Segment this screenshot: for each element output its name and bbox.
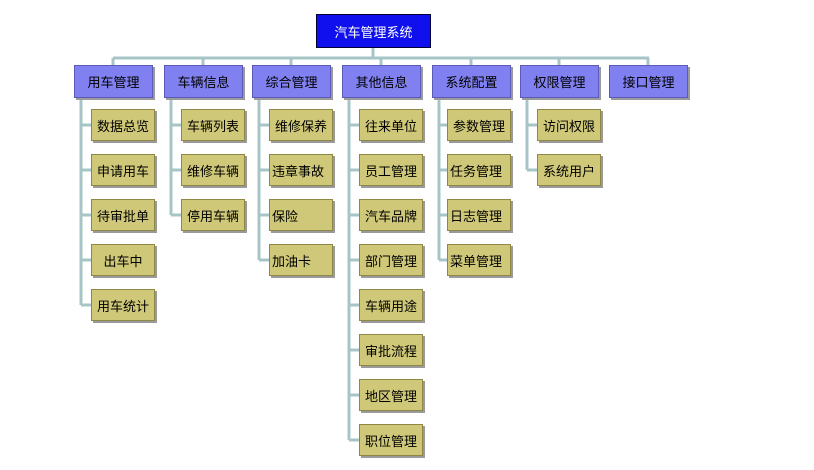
item-label: 维修车辆	[186, 164, 239, 180]
item-label: 访问权限	[542, 119, 595, 135]
item-label: 参数管理	[452, 119, 505, 135]
root-node: 汽车管理系统	[316, 14, 431, 48]
category-label: 权限管理	[533, 76, 586, 91]
item-node: 车辆用途	[359, 289, 423, 321]
category-other-info: 其他信息	[342, 65, 421, 98]
root-label: 汽车管理系统	[334, 25, 413, 41]
item-node: 系统用户	[537, 154, 601, 186]
item-label: 加油卡	[272, 254, 312, 270]
item-node: 往来单位	[359, 109, 423, 141]
item-node: 用车统计	[91, 289, 155, 321]
item-label: 菜单管理	[450, 254, 503, 270]
item-node: 任务管理	[447, 154, 511, 186]
item-label: 地区管理	[364, 389, 417, 405]
item-label: 违章事故	[272, 164, 325, 180]
item-node: 待审批单	[91, 199, 155, 231]
item-label: 车辆用途	[364, 299, 417, 315]
category-label: 车辆信息	[177, 76, 230, 91]
item-label: 部门管理	[364, 254, 417, 270]
item-label: 系统用户	[542, 164, 595, 180]
item-label: 申请用车	[96, 164, 149, 180]
item-node: 日志管理	[447, 199, 511, 231]
item-node: 职位管理	[359, 424, 423, 456]
item-node: 员工管理	[359, 154, 423, 186]
item-node: 访问权限	[537, 109, 601, 141]
category-label: 系统配置	[445, 76, 498, 91]
item-label: 日志管理	[450, 209, 503, 225]
item-label: 出车中	[103, 254, 143, 270]
category-general-management: 综合管理	[252, 65, 331, 98]
item-node: 地区管理	[359, 379, 423, 411]
item-label: 用车统计	[96, 299, 149, 315]
item-label: 保险	[272, 209, 299, 225]
item-label: 维修保养	[274, 119, 327, 135]
item-node: 数据总览	[91, 109, 155, 141]
item-node: 违章事故	[269, 154, 333, 186]
item-label: 职位管理	[364, 434, 417, 450]
category-label: 用车管理	[87, 76, 140, 91]
item-node: 审批流程	[359, 334, 423, 366]
category-label: 接口管理	[622, 76, 675, 91]
category-label: 综合管理	[265, 76, 318, 91]
item-label: 停用车辆	[186, 209, 239, 225]
item-node: 保险	[269, 199, 333, 231]
item-label: 往来单位	[364, 119, 417, 135]
category-label: 其他信息	[355, 76, 408, 91]
item-node: 车辆列表	[181, 109, 245, 141]
category-vehicle-use: 用车管理	[74, 65, 153, 98]
item-node: 加油卡	[269, 244, 333, 276]
item-node: 参数管理	[447, 109, 511, 141]
item-label: 汽车品牌	[364, 209, 417, 225]
item-label: 数据总览	[96, 119, 149, 135]
item-node: 申请用车	[91, 154, 155, 186]
item-node: 维修保养	[269, 109, 333, 141]
item-label: 审批流程	[364, 344, 417, 360]
item-label: 车辆列表	[186, 119, 239, 135]
item-node: 菜单管理	[447, 244, 511, 276]
item-node: 汽车品牌	[359, 199, 423, 231]
item-label: 员工管理	[364, 164, 417, 180]
category-interface-management: 接口管理	[609, 65, 688, 98]
item-label: 待审批单	[96, 209, 149, 225]
category-permission-management: 权限管理	[520, 65, 599, 98]
item-node: 维修车辆	[181, 154, 245, 186]
item-node: 停用车辆	[181, 199, 245, 231]
category-system-config: 系统配置	[432, 65, 511, 98]
category-vehicle-info: 车辆信息	[164, 65, 243, 98]
item-node: 部门管理	[359, 244, 423, 276]
item-label: 任务管理	[450, 164, 503, 180]
item-node: 出车中	[91, 244, 155, 276]
